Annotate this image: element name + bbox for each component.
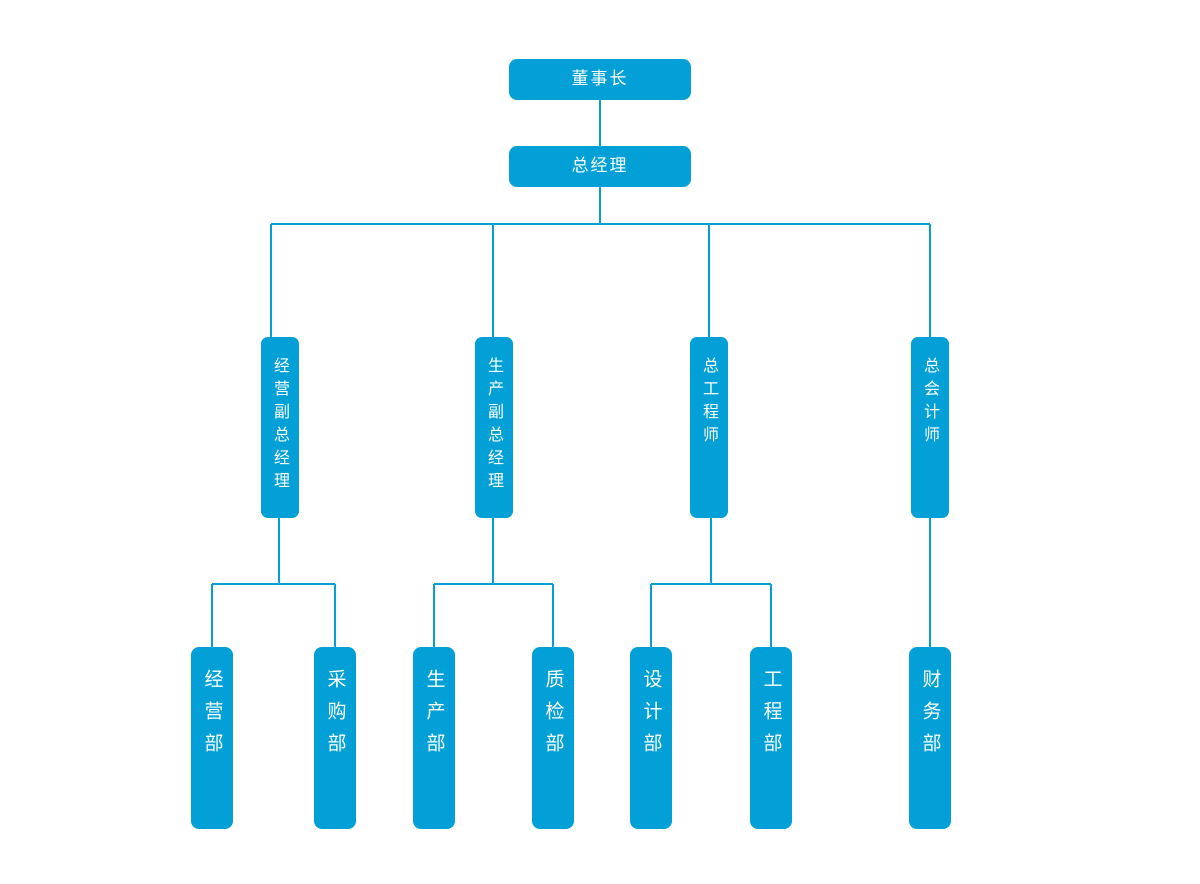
- node-business-dept-label: 经营部: [201, 669, 224, 765]
- node-business-dept[interactable]: 经营部: [191, 647, 233, 829]
- node-production-deputy-gm-label: 生产副总经理: [485, 357, 504, 495]
- node-general-manager[interactable]: 总经理: [509, 146, 691, 187]
- node-business-deputy-gm[interactable]: 经营副总经理: [261, 337, 299, 518]
- node-engineering-dept[interactable]: 工程部: [750, 647, 792, 829]
- node-production-dept-label: 生产部: [423, 669, 446, 765]
- node-chief-accountant[interactable]: 总会计师: [911, 337, 949, 518]
- node-engineering-dept-label: 工程部: [760, 669, 783, 765]
- node-general-manager-label: 总经理: [571, 156, 629, 176]
- node-finance-dept-label: 财务部: [919, 669, 942, 765]
- node-quality-dept[interactable]: 质检部: [532, 647, 574, 829]
- node-design-dept[interactable]: 设计部: [630, 647, 672, 829]
- node-production-deputy-gm[interactable]: 生产副总经理: [475, 337, 513, 518]
- node-chief-accountant-label: 总会计师: [921, 357, 940, 449]
- node-design-dept-label: 设计部: [640, 669, 663, 765]
- node-production-dept[interactable]: 生产部: [413, 647, 455, 829]
- node-chief-engineer-label: 总工程师: [700, 357, 719, 449]
- node-business-deputy-gm-label: 经营副总经理: [271, 357, 290, 495]
- node-chairman-label: 董事长: [571, 69, 629, 89]
- node-chairman[interactable]: 董事长: [509, 59, 691, 100]
- node-quality-dept-label: 质检部: [542, 669, 565, 765]
- node-chief-engineer[interactable]: 总工程师: [690, 337, 728, 518]
- node-purchasing-dept[interactable]: 采购部: [314, 647, 356, 829]
- node-purchasing-dept-label: 采购部: [324, 669, 347, 765]
- node-finance-dept[interactable]: 财务部: [909, 647, 951, 829]
